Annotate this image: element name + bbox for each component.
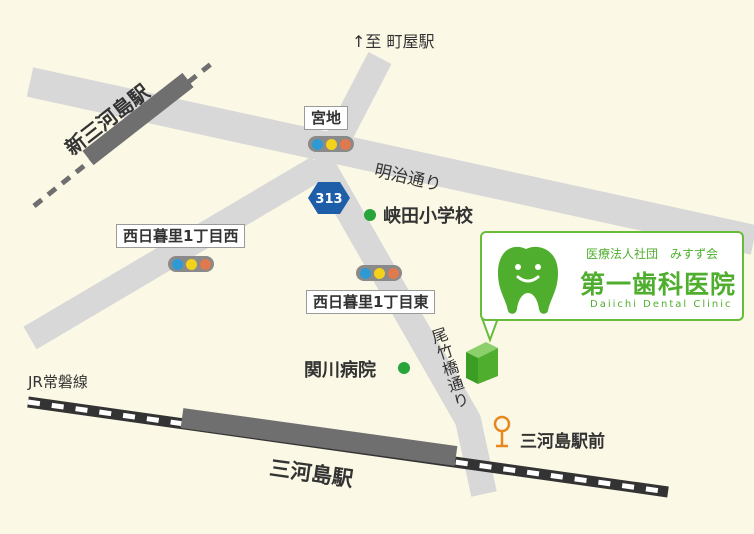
clinic-name: 第一歯科医院	[580, 270, 737, 299]
clinic-info-callout: 医療法人社団 みすず会 第一歯科医院 Daiichi Dental Clinic	[480, 231, 744, 321]
west-road	[23, 156, 325, 350]
machiya-direction-label: ↑至 町屋駅	[352, 32, 435, 51]
shin-mikawashima-station-platform	[82, 72, 194, 166]
hakeda-school-label: 峡田小学校	[383, 206, 473, 227]
bus-stop-icon	[493, 415, 511, 448]
hospital-marker-icon	[398, 362, 410, 374]
mikawashima-station-platform	[180, 408, 458, 466]
nishinippori-west-intersection-label: 西日暮里1丁目西	[116, 224, 246, 248]
tooth-mascot-icon	[498, 246, 558, 314]
bus-stop-label: 三河島駅前	[520, 432, 605, 452]
nishinippori-west-traffic-signal-icon	[168, 256, 214, 272]
route-313-sign: 313	[308, 182, 350, 214]
sekikawa-hospital-label: 関川病院	[304, 360, 376, 381]
clinic-building-icon	[466, 342, 498, 384]
nishinippori-east-intersection-label: 西日暮里1丁目東	[306, 290, 436, 314]
jr-joban-line-label: JR常磐線	[28, 373, 88, 391]
miyaji-intersection-label: 宮地	[304, 106, 349, 130]
callout-pointer	[480, 317, 500, 343]
miyaji-traffic-signal-icon	[308, 136, 354, 152]
route-number: 313	[315, 192, 342, 207]
school-marker-icon	[364, 209, 376, 221]
clinic-org-name: 医療法人社団 みすず会	[586, 247, 719, 261]
clinic-name-english: Daiichi Dental Clinic	[590, 299, 733, 310]
nishinippori-east-traffic-signal-icon	[356, 265, 402, 281]
